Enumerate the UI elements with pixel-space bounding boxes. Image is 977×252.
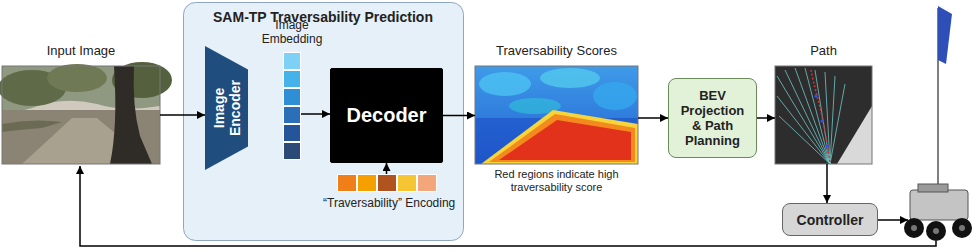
encoding-cell	[357, 175, 376, 192]
image-heading: Traversability Scores	[475, 42, 638, 60]
path-image: Path	[775, 42, 872, 164]
flow-arrow	[757, 117, 775, 119]
image-frame	[775, 66, 872, 164]
box-label: BEV Projection & Path Planning	[675, 88, 750, 148]
image-caption: Red regions indicate high traversability…	[475, 168, 638, 194]
flow-arrow	[826, 164, 828, 203]
panel-title: SAM-TP Traversability Prediction	[183, 8, 463, 26]
embedding-cell	[284, 89, 301, 106]
flow-arrow	[386, 163, 388, 174]
encoding-row: “Traversability” Encoding	[323, 174, 450, 210]
embedding-cell	[284, 71, 301, 88]
embedding-svg	[283, 52, 301, 160]
flow-arrow	[301, 113, 330, 115]
feedback-loop	[80, 166, 936, 246]
encoding-label: “Traversability” Encoding	[323, 196, 450, 210]
path-image	[775, 66, 872, 164]
image-frame	[475, 66, 638, 164]
flow-arrow	[638, 117, 668, 119]
process-box: BEV Projection & Path Planning	[668, 78, 757, 158]
robot-illustration	[904, 6, 972, 241]
traversability-map: Traversability ScoresRed regions indicat…	[475, 42, 638, 194]
embedding-cells	[283, 52, 301, 160]
embedding-cell	[284, 125, 301, 142]
panel-ground	[184, 3, 464, 241]
encoder-trapezoid: Image Encoder	[205, 46, 248, 170]
encoding-cell	[377, 175, 396, 192]
controller-box: Controller	[782, 203, 878, 236]
decoder-box: Decoder	[330, 68, 443, 163]
encoding-cell	[417, 175, 436, 192]
trapezoid-fill	[205, 46, 248, 170]
flow-arrow	[160, 114, 205, 116]
encoding-svg	[337, 174, 437, 192]
encoding-cell	[397, 175, 416, 192]
image-frame	[2, 66, 160, 164]
encoding-cell	[337, 175, 356, 192]
image-heading: Input Image	[2, 42, 160, 60]
prediction-panel: SAM-TP Traversability PredictionImage En…	[183, 2, 463, 240]
input-image: Input Image	[2, 42, 160, 164]
box-label: Decoder	[346, 104, 426, 127]
image-heading: Path	[775, 42, 872, 60]
flow-arrow	[443, 115, 475, 117]
embedding-column: Image Embedding	[259, 18, 325, 166]
input-photo	[0, 62, 172, 164]
encoding-cells	[337, 174, 437, 192]
heatmap-image	[475, 66, 638, 164]
embedding-cell	[284, 53, 301, 70]
embedding-cell	[284, 143, 301, 160]
embedding-heading: Image Embedding	[259, 18, 325, 46]
box-label: Controller	[797, 212, 864, 228]
embedding-cell	[284, 107, 301, 124]
command-arrow	[878, 219, 908, 221]
encoder-label: Image Encoder	[211, 72, 243, 144]
